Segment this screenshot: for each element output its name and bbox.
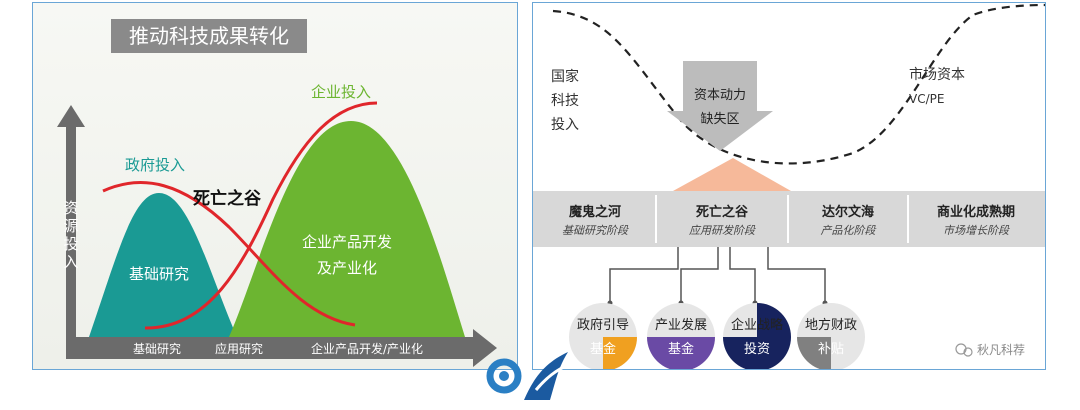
fund-local-finance: 地方财政 补贴	[797, 303, 865, 369]
y-axis-label-2: 源	[63, 217, 78, 235]
y-axis-label-4: 入	[63, 253, 78, 271]
stage-1-name: 魔鬼之河	[569, 204, 621, 220]
resource-curve-diagram: 推动科技成果转化 资 源 投 入 政府投入 企业投入 死亡之谷 基础研究 企业产…	[57, 19, 497, 367]
stage-3-sub: 产品化阶段	[821, 224, 877, 237]
fund-1-top: 政府引导	[577, 318, 629, 333]
left-panel-tech-transfer: 推动科技成果转化 资 源 投 入 政府投入 企业投入 死亡之谷 基础研究 企业产…	[32, 2, 518, 370]
market-capital-label: 市场资本	[909, 66, 965, 83]
fund-government-guidance: 政府引导 基金	[569, 303, 637, 369]
y-axis	[66, 125, 76, 347]
right-panel-capital-gap: 国家 科技 投入 市场资本 VC/PE 资本动力 缺失区 魔鬼之河 基础研究阶段…	[532, 2, 1046, 370]
stage-4-sub: 市场增长阶段	[943, 224, 1010, 237]
gov-tech-label-3: 投入	[551, 117, 579, 133]
fund-3-top: 企业战略	[731, 317, 783, 333]
government-investment-label: 政府投入	[125, 156, 185, 174]
enterprise-investment-label: 企业投入	[311, 83, 371, 101]
capital-gap-label-2: 缺失区	[700, 112, 739, 127]
vcpe-label: VC/PE	[909, 92, 944, 106]
fund-2-bottom: 基金	[668, 341, 694, 357]
x-axis-arrow	[473, 329, 497, 367]
capital-gap-diagram: 国家 科技 投入 市场资本 VC/PE 资本动力 缺失区 魔鬼之河 基础研究阶段…	[533, 3, 1045, 369]
stage-3-name: 达尔文海	[822, 204, 874, 220]
brand-logo	[486, 352, 571, 400]
product-area-label-line1: 企业产品开发	[302, 233, 392, 251]
y-axis-arrow	[57, 105, 85, 127]
fund-2-top: 产业发展	[655, 317, 707, 333]
logo-ring-icon	[486, 358, 522, 394]
fund-connectors	[609, 247, 826, 303]
capital-dashed-curve	[552, 3, 1045, 165]
fund-3-bottom: 投资	[744, 341, 770, 357]
gov-tech-label-2: 科技	[551, 93, 579, 109]
fund-1-bottom: 基金	[590, 341, 616, 357]
stage-1-sub: 基础研究阶段	[562, 224, 629, 237]
fund-4-bottom: 补贴	[818, 342, 844, 357]
product-development-hump	[229, 121, 465, 337]
stage-2-sub: 应用研发阶段	[689, 224, 756, 237]
title-background	[111, 19, 307, 53]
basic-research-hump	[89, 193, 237, 337]
x-label-applied-research: 应用研究	[215, 341, 263, 356]
stage-2-name: 死亡之谷	[696, 204, 749, 220]
capital-gap-label-1: 资本动力	[694, 88, 746, 103]
watermark: 秋凡科荐	[955, 343, 1025, 357]
gov-tech-label-1: 国家	[551, 68, 579, 85]
basic-research-area-label: 基础研究	[129, 265, 189, 283]
enterprise-investment-curve	[144, 101, 378, 330]
stage-4-name: 商业化成熟期	[937, 204, 1015, 220]
y-axis-label-1: 资	[63, 199, 78, 217]
capital-gap-arrow	[667, 61, 773, 151]
fund-4-top: 地方财政	[805, 317, 857, 333]
valley-highlight-arrow	[673, 158, 791, 191]
valley-of-death-label: 死亡之谷	[193, 188, 262, 209]
x-label-product-industrialization: 企业产品开发/产业化	[311, 341, 423, 356]
fund-enterprise-strategic: 企业战略 投资	[723, 303, 791, 369]
diagram-title: 推动科技成果转化	[129, 24, 289, 48]
x-axis-bar	[66, 337, 474, 359]
product-area-label-line2: 及产业化	[317, 259, 377, 277]
government-investment-curve	[102, 181, 356, 327]
y-axis-label-3: 投	[63, 235, 78, 253]
watermark-text: 秋凡科荐	[977, 343, 1025, 357]
logo-wing-icon	[524, 352, 568, 400]
x-label-basic-research: 基础研究	[133, 341, 181, 356]
fund-industrial-development: 产业发展 基金	[647, 303, 715, 369]
